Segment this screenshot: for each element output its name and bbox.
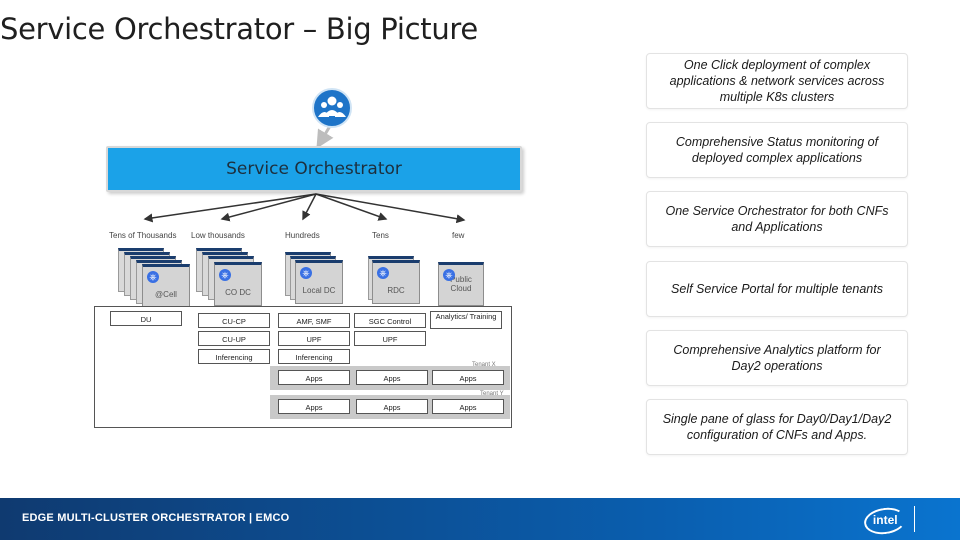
function-upf-2: UPF [354, 331, 426, 346]
service-orchestrator-label: Service Orchestrator [226, 159, 402, 179]
function-sgc-control: SGC Control [354, 313, 426, 328]
function-apps-y-1: Apps [278, 399, 350, 414]
cluster-stack-cell: ⎈ @Cell [118, 248, 190, 308]
cluster-stack-co-dc: ⎈ CO DC [196, 248, 262, 306]
footer-text: EDGE MULTI-CLUSTER ORCHESTRATOR | EMCO [22, 512, 290, 524]
arrow-to-tier-2 [220, 193, 317, 222]
service-orchestrator-bar: Service Orchestrator [106, 146, 522, 192]
tier-label-2: Low thousands [191, 231, 245, 240]
function-cu-up: CU-UP [198, 331, 270, 346]
tenant-x-label: Tenant X [472, 362, 496, 368]
function-apps-y-2: Apps [356, 399, 428, 414]
site-label-rdc: RDC [387, 285, 405, 295]
arrow-to-tier-4 [315, 193, 388, 221]
function-amf-smf: AMF, SMF [278, 313, 350, 328]
users-icon [312, 88, 352, 128]
cluster-stack-local-dc: ⎈ Local DC [285, 248, 343, 304]
function-du: DU [110, 311, 182, 326]
benefit-status-monitoring: Comprehensive Status monitoring of deplo… [646, 122, 908, 178]
site-label-local-dc: Local DC [302, 285, 336, 295]
tier-label-5: few [452, 231, 465, 240]
page-title: Service Orchestrator – Big Picture [0, 12, 478, 46]
benefit-self-service-portal: Self Service Portal for multiple tenants [646, 261, 908, 317]
site-label-co-dc: CO DC [225, 287, 251, 297]
benefit-single-pane-of-glass: Single pane of glass for Day0/Day1/Day2 … [646, 399, 908, 455]
tier-label-1: Tens of Thousands [109, 231, 177, 240]
function-inferencing-1: Inferencing [198, 349, 270, 364]
function-apps-x-3: Apps [432, 370, 504, 385]
function-apps-x-2: Apps [356, 370, 428, 385]
cluster-public-cloud: ⎈ Public Cloud [438, 262, 484, 306]
kubernetes-icon: ⎈ [147, 271, 159, 283]
function-analytics-training: Analytics/ Training [430, 311, 502, 329]
function-apps-y-3: Apps [432, 399, 504, 414]
function-inferencing-2: Inferencing [278, 349, 350, 364]
tenant-y-label: Tenant Y [480, 391, 504, 397]
tier-label-4: Tens [372, 231, 389, 240]
benefit-one-click-deployment: One Click deployment of complex applicat… [646, 53, 908, 109]
tier-label-3: Hundreds [285, 231, 320, 240]
footer-bar: EDGE MULTI-CLUSTER ORCHESTRATOR | EMCO i… [0, 498, 960, 540]
function-apps-x-1: Apps [278, 370, 350, 385]
function-cu-cp: CU-CP [198, 313, 270, 328]
kubernetes-icon: ⎈ [443, 269, 455, 281]
benefit-single-orchestrator: One Service Orchestrator for both CNFs a… [646, 191, 908, 247]
intel-logo: intel [862, 505, 908, 537]
arrow-to-tier-5 [315, 193, 466, 224]
arrow-to-tier-1 [143, 193, 317, 223]
kubernetes-icon: ⎈ [219, 269, 231, 281]
benefit-analytics-platform: Comprehensive Analytics platform for Day… [646, 330, 908, 386]
intel-logo-text: intel [872, 513, 898, 528]
function-upf-1: UPF [278, 331, 350, 346]
kubernetes-icon: ⎈ [300, 267, 312, 279]
footer-divider [914, 506, 915, 532]
kubernetes-icon: ⎈ [377, 267, 389, 279]
site-label-cell: @Cell [155, 289, 177, 299]
cluster-stack-rdc: ⎈ RDC [368, 248, 424, 304]
site-label-public-cloud: Public Cloud [450, 275, 472, 293]
arrow-to-tier-3 [302, 193, 317, 221]
